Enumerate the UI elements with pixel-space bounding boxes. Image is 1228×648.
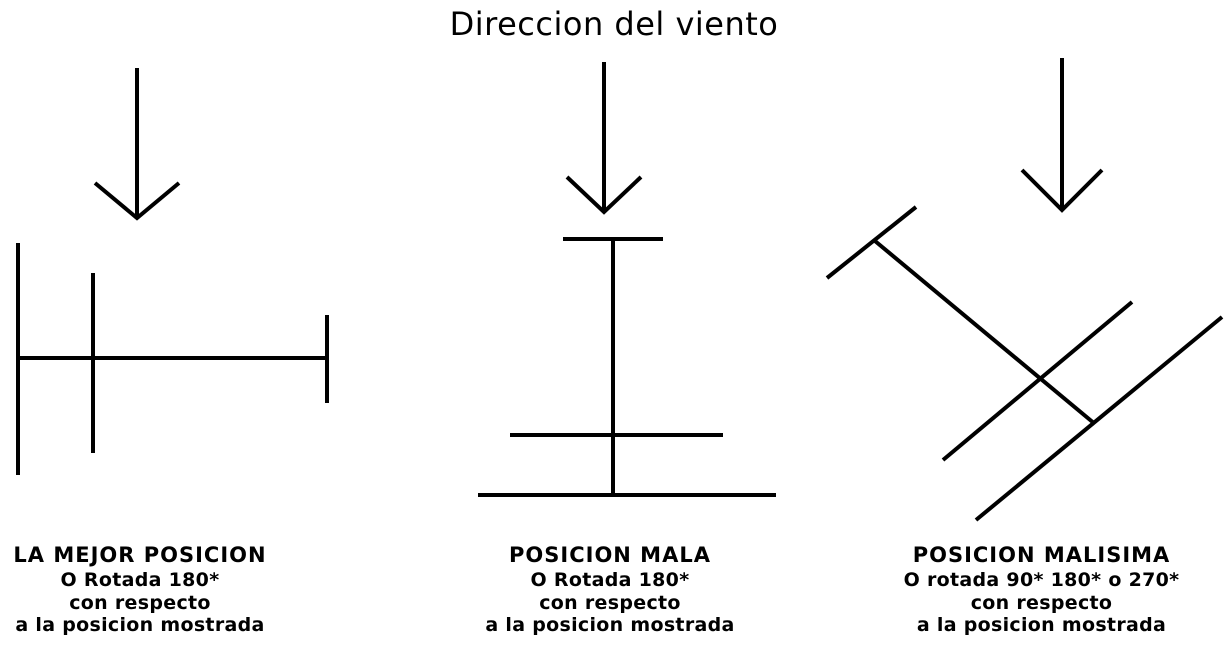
caption-line: O rotada 90* 180* o 270* [903,569,1180,591]
wind-arrow-2 [565,62,643,215]
wind-arrow-3 [1020,58,1104,213]
caption-best-position: LA MEJOR POSICION O Rotada 180* con resp… [0,543,280,638]
caption-very-bad-position: POSICION MALISIMA O rotada 90* 180* o 27… [855,543,1228,638]
caption-line: con respecto [539,592,681,614]
diagram-title: Direccion del viento [449,5,779,43]
caption-line: O Rotada 180* [60,569,220,591]
caption-line: con respecto [970,592,1113,614]
antenna-config-bad [478,237,776,497]
caption-line: a la posicion mostrada [485,614,735,636]
caption-heading: POSICION MALA [509,543,711,567]
caption-heading: POSICION MALISIMA [912,543,1171,567]
caption-line: a la posicion mostrada [15,614,265,636]
caption-line: O Rotada 180* [530,569,690,591]
wind-arrow-1 [93,68,181,221]
antenna-config-very-bad [825,205,1224,522]
antenna-config-best [16,243,329,475]
caption-bad-position: POSICION MALA O Rotada 180* con respecto… [455,543,765,638]
caption-heading: LA MEJOR POSICION [13,543,267,567]
caption-line: a la posicion mostrada [916,614,1167,636]
caption-line: con respecto [69,592,211,614]
